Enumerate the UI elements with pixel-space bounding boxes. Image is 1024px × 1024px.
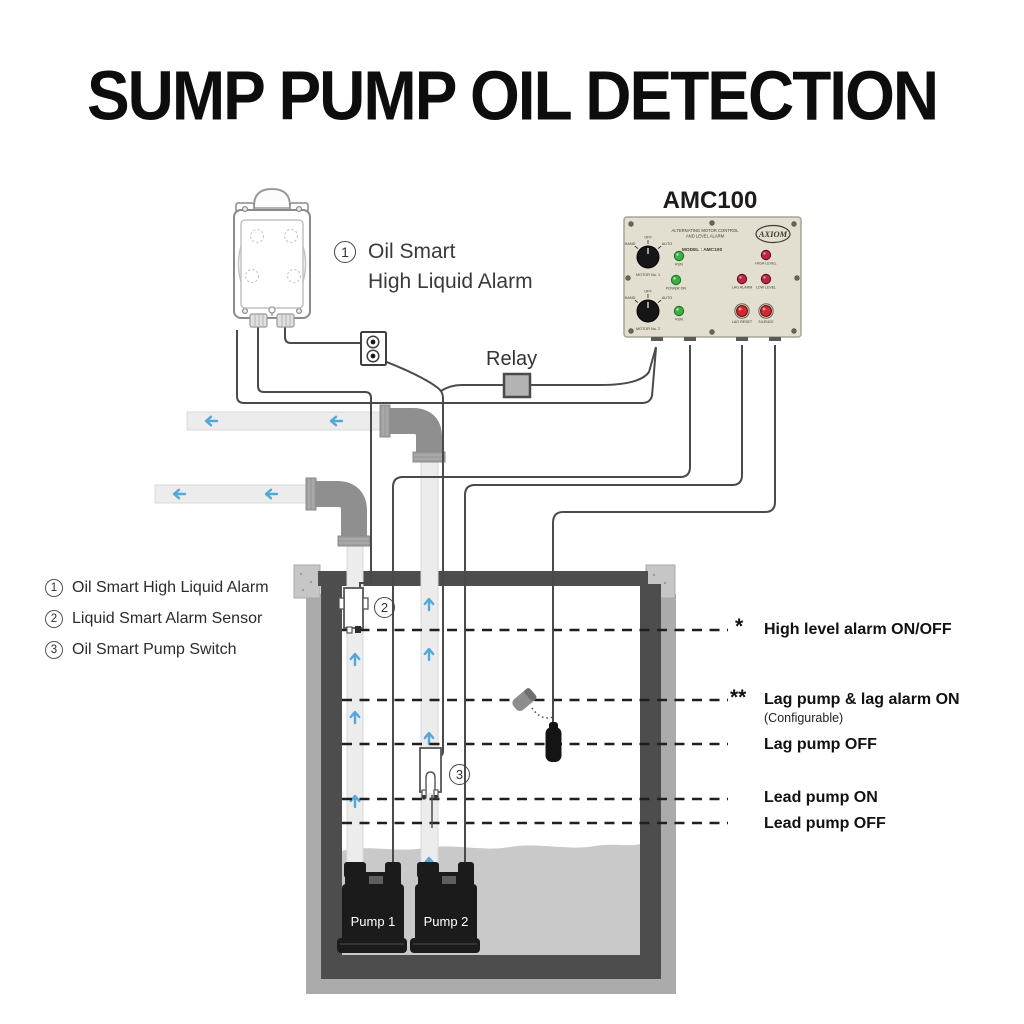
pump-1 (337, 862, 407, 953)
level2-marker: ** (730, 686, 747, 709)
level2-label: Lag pump & lag alarm ON (764, 691, 960, 708)
knob2-off-label: OFF (644, 290, 652, 294)
pump1-label: Pump 1 (350, 914, 396, 929)
panel-model-text: MODEL : AMC100 (682, 247, 723, 253)
pipe-2-elbow (386, 408, 442, 462)
wire-alarm-to-sensor2 (257, 327, 372, 589)
float-switch (512, 688, 562, 762)
legend-item-3: 3 Oil Smart Pump Switch (45, 641, 236, 659)
level1-marker: * (735, 615, 744, 638)
motor1-label: MOTOR No. 1 (636, 273, 660, 277)
wiring (236, 327, 776, 868)
knob2-hand-label: HAND (625, 296, 636, 300)
callout-1-number: 1 (341, 244, 349, 260)
run2-led: RUN (673, 305, 685, 322)
silence-label: SILENCE (758, 320, 774, 324)
panel-header-line2: AND LEVEL ALARM (686, 234, 725, 239)
motor2-label: MOTOR No. 2 (636, 327, 660, 331)
run1-led: RUN (673, 250, 685, 267)
relay-box (502, 372, 532, 399)
lag-reset-label: LAG RESET (732, 320, 753, 324)
motor2-selector-knob[interactable]: OFF HAND AUTO MOTOR No. 2 (625, 290, 673, 332)
level4-label: Lead pump ON (764, 789, 878, 806)
alarm-callout-line2: High Liquid Alarm (368, 270, 533, 293)
knob1-auto-label: AUTO (662, 242, 673, 246)
power-on-led: POWER ON (666, 274, 686, 291)
motor1-selector-knob[interactable]: OFF HAND AUTO MOTOR No. 1 (625, 236, 673, 278)
power-on-label: POWER ON (666, 287, 686, 291)
knob2-auto-label: AUTO (662, 296, 673, 300)
cable-glands (249, 313, 295, 328)
pump-2 (410, 862, 480, 953)
level-lines (342, 628, 728, 825)
level5-label: Lead pump OFF (764, 815, 886, 832)
silence-button[interactable]: SILENCE (758, 303, 774, 324)
wire-relay (440, 346, 657, 392)
panel-title: AMC100 (662, 187, 758, 214)
low-level-label: LOW LEVEL (756, 286, 776, 290)
float-tether-cord (531, 707, 554, 719)
run2-label: RUN (675, 318, 683, 322)
sensor2-liquid-smart (338, 587, 369, 634)
knob1-hand-label: HAND (625, 242, 636, 246)
beacon-dome (253, 187, 291, 212)
legend-3-number: 3 (50, 644, 58, 656)
concrete-anchor-left (293, 564, 321, 599)
alarm-callout-text: Oil Smart High Liquid Alarm (368, 237, 533, 297)
panel-terminals (651, 337, 781, 341)
level3-label: Lag pump OFF (764, 736, 877, 753)
page-title: SUMP PUMP OIL DETECTION (86, 57, 939, 135)
legend-2-number: 2 (50, 613, 58, 625)
wire-panel-to-pump1 (392, 345, 691, 868)
legend-3-label: Oil Smart Pump Switch (72, 641, 237, 658)
alarm-callout-line1: Oil Smart (368, 240, 456, 263)
wire-panel-to-float (552, 345, 776, 728)
sensor2-number: 2 (380, 600, 389, 615)
legend-item-2: 2 Liquid Smart Alarm Sensor (45, 610, 262, 628)
knob1-off-label: OFF (644, 236, 652, 240)
lag-alarm-led: LAG ALARM (732, 273, 752, 290)
low-level-led: LOW LEVEL (756, 273, 776, 290)
legend-3-badge: 3 (45, 641, 63, 659)
legend-2-badge: 2 (45, 610, 63, 628)
wire-alarm-power-cord (284, 327, 362, 344)
alarm-enclosure (233, 209, 311, 319)
panel-header-line1: ALTERNATING MOTOR CONTROL (671, 228, 739, 233)
high-level-led: HIGH LEVEL (755, 249, 777, 266)
callout-1-badge: 1 (334, 241, 356, 263)
sensor2-badge: 2 (374, 597, 395, 618)
pipe-1-elbow (312, 481, 367, 544)
relay-label: Relay (486, 348, 538, 370)
brand-logo: AXIOM (758, 229, 788, 239)
lag-alarm-label: LAG ALARM (732, 286, 752, 290)
level2-note: (Configurable) (764, 711, 844, 725)
run1-label: RUN (675, 263, 683, 267)
sensor3-badge: 3 (449, 764, 470, 785)
lag-reset-button[interactable]: LAG RESET (732, 303, 753, 324)
legend-2-label: Liquid Smart Alarm Sensor (72, 610, 263, 627)
amc100-panel: ALTERNATING MOTOR CONTROL AND LEVEL ALAR… (623, 216, 802, 341)
pump2-label: Pump 2 (423, 914, 469, 929)
sensor3-number: 3 (455, 767, 464, 782)
sensor3-oil-smart-switch (419, 747, 442, 800)
panel-screws (625, 220, 800, 335)
oil-smart-alarm-unit (233, 187, 311, 328)
high-level-label: HIGH LEVEL (755, 262, 776, 266)
wire-panel-to-pump2 (464, 345, 743, 868)
pipe-2-vertical (420, 457, 439, 879)
legend-1-label: Oil Smart High Liquid Alarm (72, 579, 269, 596)
legend-1-number: 1 (50, 582, 58, 594)
legend-item-1: 1 Oil Smart High Liquid Alarm (45, 579, 269, 597)
level1-label: High level alarm ON/OFF (764, 621, 952, 638)
power-outlet (360, 331, 387, 366)
legend-1-badge: 1 (45, 579, 63, 597)
pit-rim (318, 571, 648, 586)
